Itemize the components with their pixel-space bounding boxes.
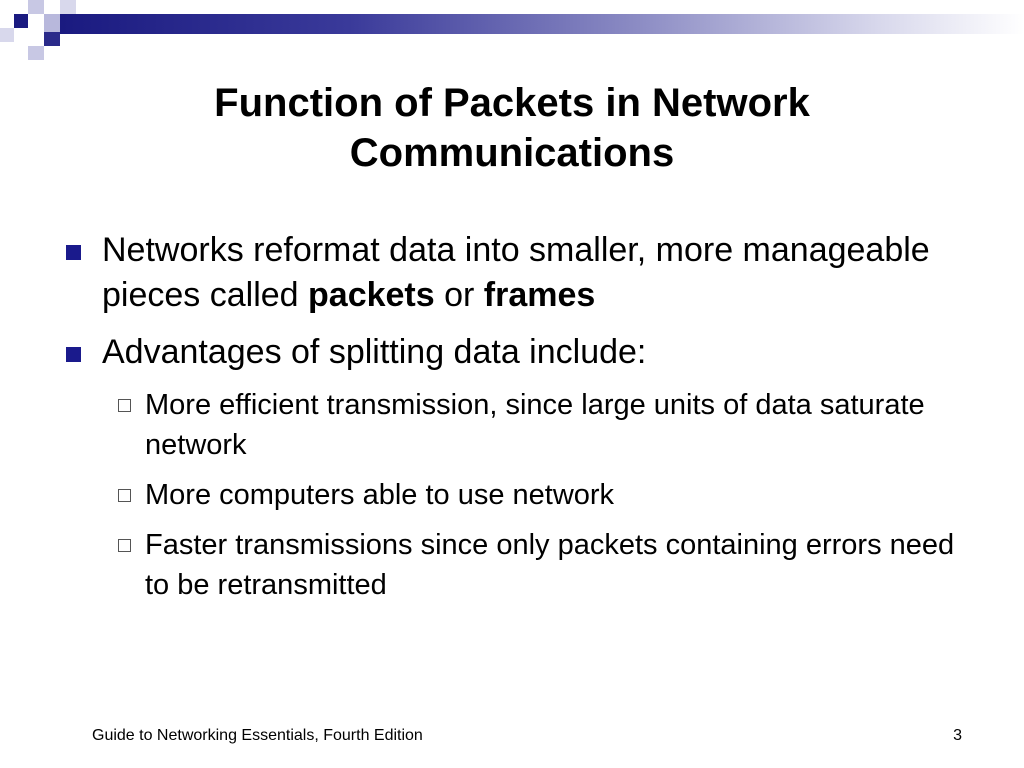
bullet-advantages: Advantages of splitting data include: bbox=[60, 330, 960, 375]
sub-bullet-text: Faster transmissions since only packets … bbox=[145, 529, 955, 601]
sub-bullet-list: More efficient transmission, since large… bbox=[60, 385, 960, 605]
sub-bullet-text: More efficient transmission, since large… bbox=[145, 389, 925, 461]
hollow-square-bullet-icon bbox=[118, 539, 131, 552]
sub-bullet-text: More computers able to use network bbox=[145, 479, 615, 511]
bullet-text-part: or bbox=[434, 276, 484, 314]
header-square-light-5 bbox=[0, 28, 14, 42]
header-gradient-bar bbox=[60, 14, 1024, 34]
header-square-light-3 bbox=[60, 0, 76, 14]
hollow-square-bullet-icon bbox=[118, 489, 131, 502]
footer-text: Guide to Networking Essentials, Fourth E… bbox=[92, 727, 423, 744]
slide-content: Networks reformat data into smaller, mor… bbox=[60, 228, 960, 615]
square-bullet-icon bbox=[66, 347, 81, 362]
sub-bullet-item: More efficient transmission, since large… bbox=[60, 385, 960, 465]
page-number: 3 bbox=[953, 727, 962, 744]
sub-bullet-item: More computers able to use network bbox=[60, 475, 960, 515]
header-square-light-4 bbox=[28, 46, 44, 60]
header-square-light-1 bbox=[28, 0, 44, 14]
slide-title: Function of Packets in Network Communica… bbox=[214, 81, 810, 175]
term-packets: packets bbox=[308, 276, 435, 314]
term-frames: frames bbox=[483, 276, 596, 314]
sub-bullet-item: Faster transmissions since only packets … bbox=[60, 525, 960, 605]
header-decoration bbox=[0, 0, 1024, 60]
square-bullet-icon bbox=[66, 245, 81, 260]
header-square-light-2 bbox=[44, 14, 60, 32]
bullet-text-part: Networks reformat data into smaller, mor… bbox=[102, 231, 930, 314]
header-square-dark-2 bbox=[44, 32, 60, 46]
bullet-packets: Networks reformat data into smaller, mor… bbox=[60, 228, 960, 318]
bullet-text-part: Advantages of splitting data include: bbox=[102, 333, 647, 371]
header-square-dark-1 bbox=[14, 14, 28, 28]
hollow-square-bullet-icon bbox=[118, 399, 131, 412]
